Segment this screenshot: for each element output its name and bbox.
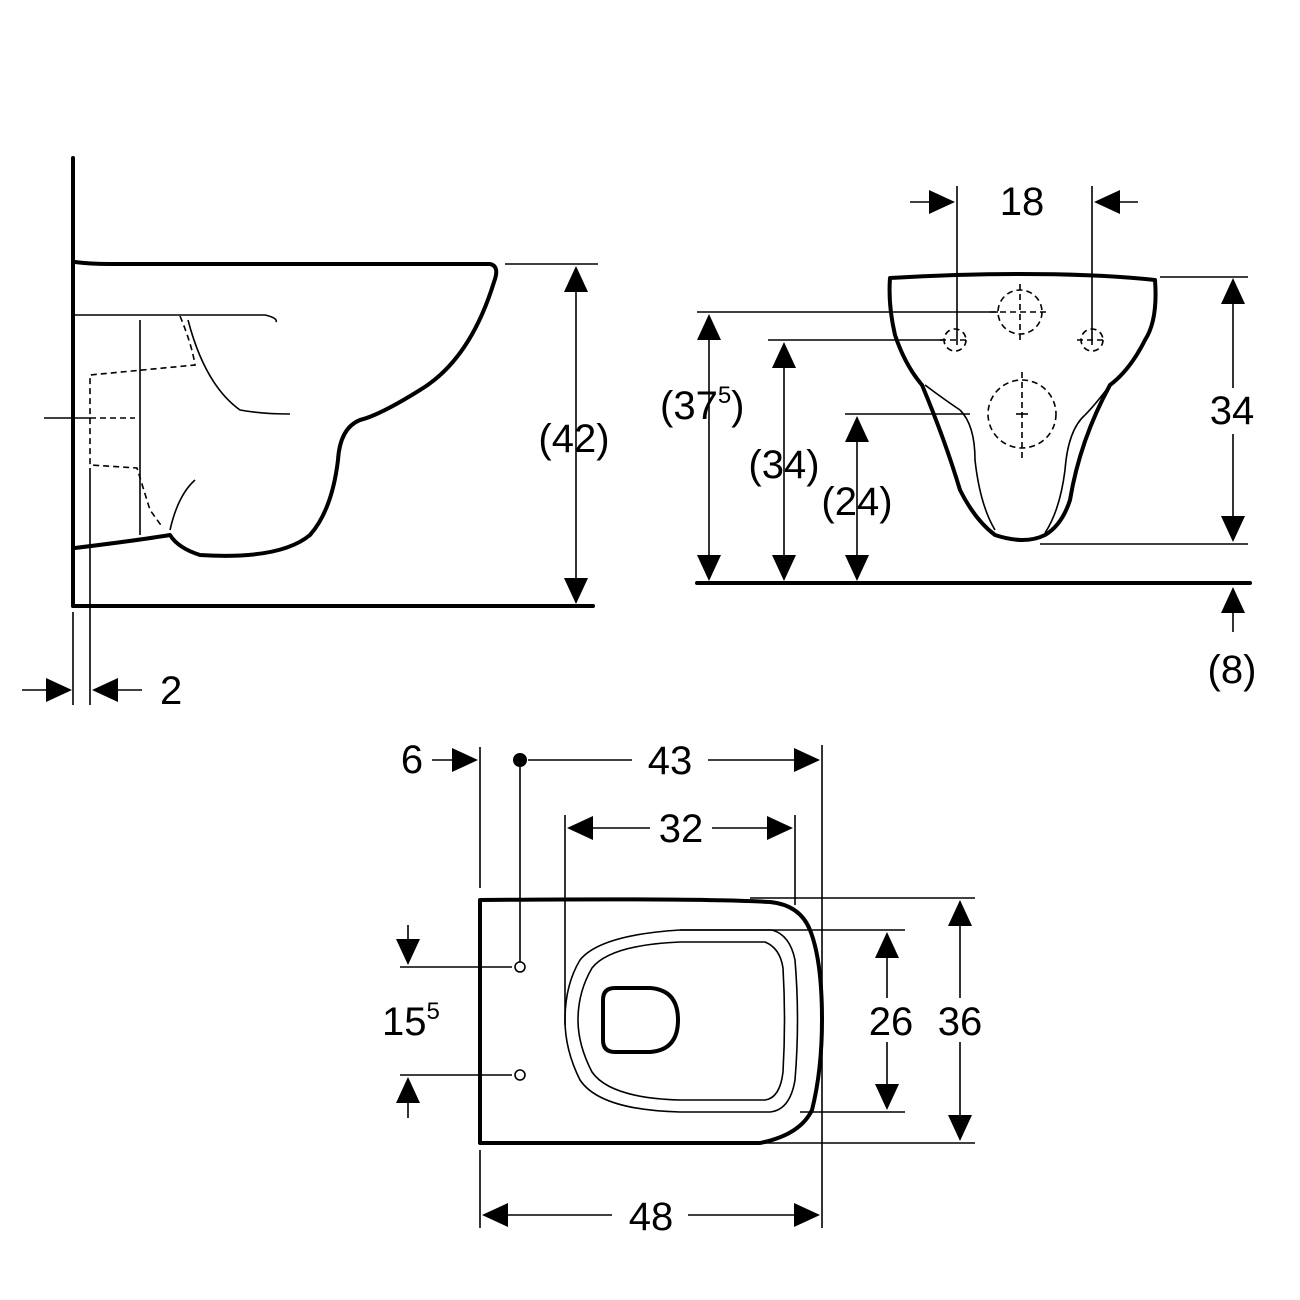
arrow [396, 1077, 420, 1103]
dim-height-42: (42) [538, 417, 609, 461]
dim-height-24: (24) [821, 480, 892, 524]
dim-floor-gap-8: (8) [1208, 648, 1257, 692]
arrow [794, 1203, 820, 1227]
arrow [772, 342, 796, 368]
seat-outer [564, 929, 799, 1113]
arrow [564, 266, 588, 292]
dim-bowl-width-32: 32 [659, 807, 704, 851]
arrow [1221, 516, 1245, 542]
arrow [567, 816, 593, 840]
arrow [767, 816, 793, 840]
fixing-hole-top [514, 961, 526, 973]
arrow [875, 932, 899, 958]
top-view: 6 43 32 155 26 36 [382, 738, 982, 1239]
arrow [929, 190, 955, 214]
seat-inner [577, 941, 786, 1101]
dimension-origin-dot [513, 753, 527, 767]
dim-span-43: 43 [648, 739, 693, 783]
bowl-side-outline [73, 260, 499, 558]
dim-hole-spacing-155: 155 [382, 998, 440, 1044]
bowl-top-outline [478, 897, 824, 1145]
arrow [845, 416, 869, 442]
front-view: 18 (375) (34) (24) 34 (8) [660, 180, 1264, 692]
fixing-hole-bottom [514, 1069, 526, 1081]
arrow [452, 748, 478, 772]
arrow [1221, 587, 1245, 613]
arrow [1094, 190, 1120, 214]
arrow [697, 555, 721, 581]
arrow [396, 939, 420, 965]
dim-overall-length-48: 48 [629, 1195, 674, 1239]
dim-bolt-spacing-18: 18 [1000, 180, 1045, 224]
arrow [697, 314, 721, 340]
arrow [564, 578, 588, 604]
side-view: (42) 2 [22, 156, 610, 713]
dim-offset-6: 6 [401, 738, 423, 782]
arrow [948, 900, 972, 926]
arrow [482, 1203, 508, 1227]
arrow [92, 678, 118, 702]
dim-height-375: (375) [660, 382, 745, 428]
arrow [845, 555, 869, 581]
dim-bowl-depth-26: 26 [869, 1000, 914, 1044]
arrow [794, 748, 820, 772]
arrow [1221, 278, 1245, 304]
arrow [46, 678, 72, 702]
dim-wall-offset-2: 2 [160, 669, 182, 713]
dim-body-height-34: 34 [1210, 389, 1255, 433]
dim-body-depth-36: 36 [938, 1000, 983, 1044]
bowl-opening [601, 986, 680, 1054]
arrow [875, 1084, 899, 1110]
arrow [948, 1115, 972, 1141]
arrow [772, 555, 796, 581]
dim-height-34-inner: (34) [748, 443, 819, 487]
